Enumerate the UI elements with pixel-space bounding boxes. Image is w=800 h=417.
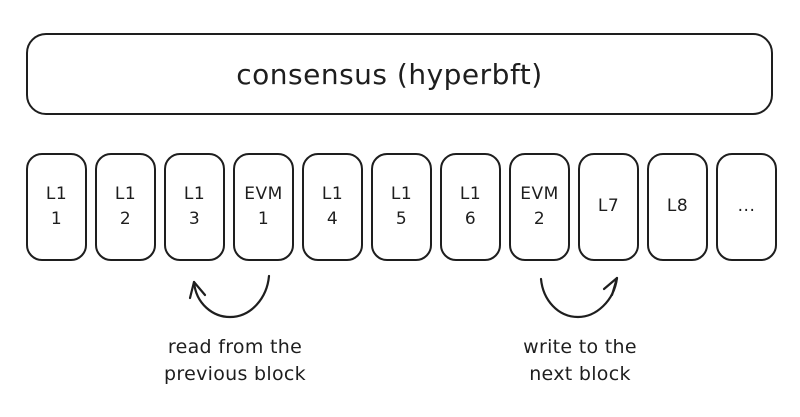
block-label: L8: [666, 196, 689, 217]
block-label: L7: [597, 196, 620, 217]
block-label: 3: [188, 209, 201, 229]
block-label: L1: [45, 183, 68, 204]
block: L1 3: [164, 153, 225, 261]
write-caption: write to the next block: [490, 334, 670, 387]
block-label: L1: [183, 183, 206, 204]
block-label: 5: [395, 209, 408, 229]
block-label: 1: [50, 209, 63, 229]
block-label: 2: [119, 209, 132, 229]
consensus-label: consensus (hyperbft): [236, 57, 543, 91]
block-label: 2: [533, 209, 546, 229]
block-label: L1: [114, 183, 137, 204]
block: ...: [716, 153, 777, 261]
block-label: L1: [390, 183, 413, 204]
block-label: 6: [464, 209, 477, 229]
block-label: EVM: [520, 183, 559, 204]
block: EVM 1: [233, 153, 294, 261]
block: L1 5: [371, 153, 432, 261]
block-chain-row: L1 1 L1 2 L1 3 EVM 1 L1 4 L1 5 L1 6 EVM: [26, 153, 777, 261]
read-caption-line: read from the: [167, 336, 303, 358]
block: L1 6: [440, 153, 501, 261]
block: L1 4: [302, 153, 363, 261]
block: EVM 2: [509, 153, 570, 261]
block-label: L1: [321, 183, 344, 204]
block: L1 1: [26, 153, 87, 261]
read-arrow-icon: [188, 274, 271, 319]
block-label: EVM: [244, 183, 283, 204]
block: L8: [647, 153, 708, 261]
read-caption: read from the previous block: [145, 334, 325, 387]
block-label: ...: [737, 196, 756, 217]
block-label: 4: [326, 209, 339, 229]
read-caption-line: previous block: [164, 362, 306, 385]
write-arrow-icon: [539, 276, 619, 319]
block-label: 1: [257, 209, 270, 229]
write-caption-line: next block: [529, 362, 631, 385]
block: L7: [578, 153, 639, 261]
block-label: L1: [459, 183, 482, 204]
block: L1 2: [95, 153, 156, 261]
consensus-box: consensus (hyperbft): [26, 33, 773, 115]
write-caption-line: write to the: [523, 336, 637, 358]
